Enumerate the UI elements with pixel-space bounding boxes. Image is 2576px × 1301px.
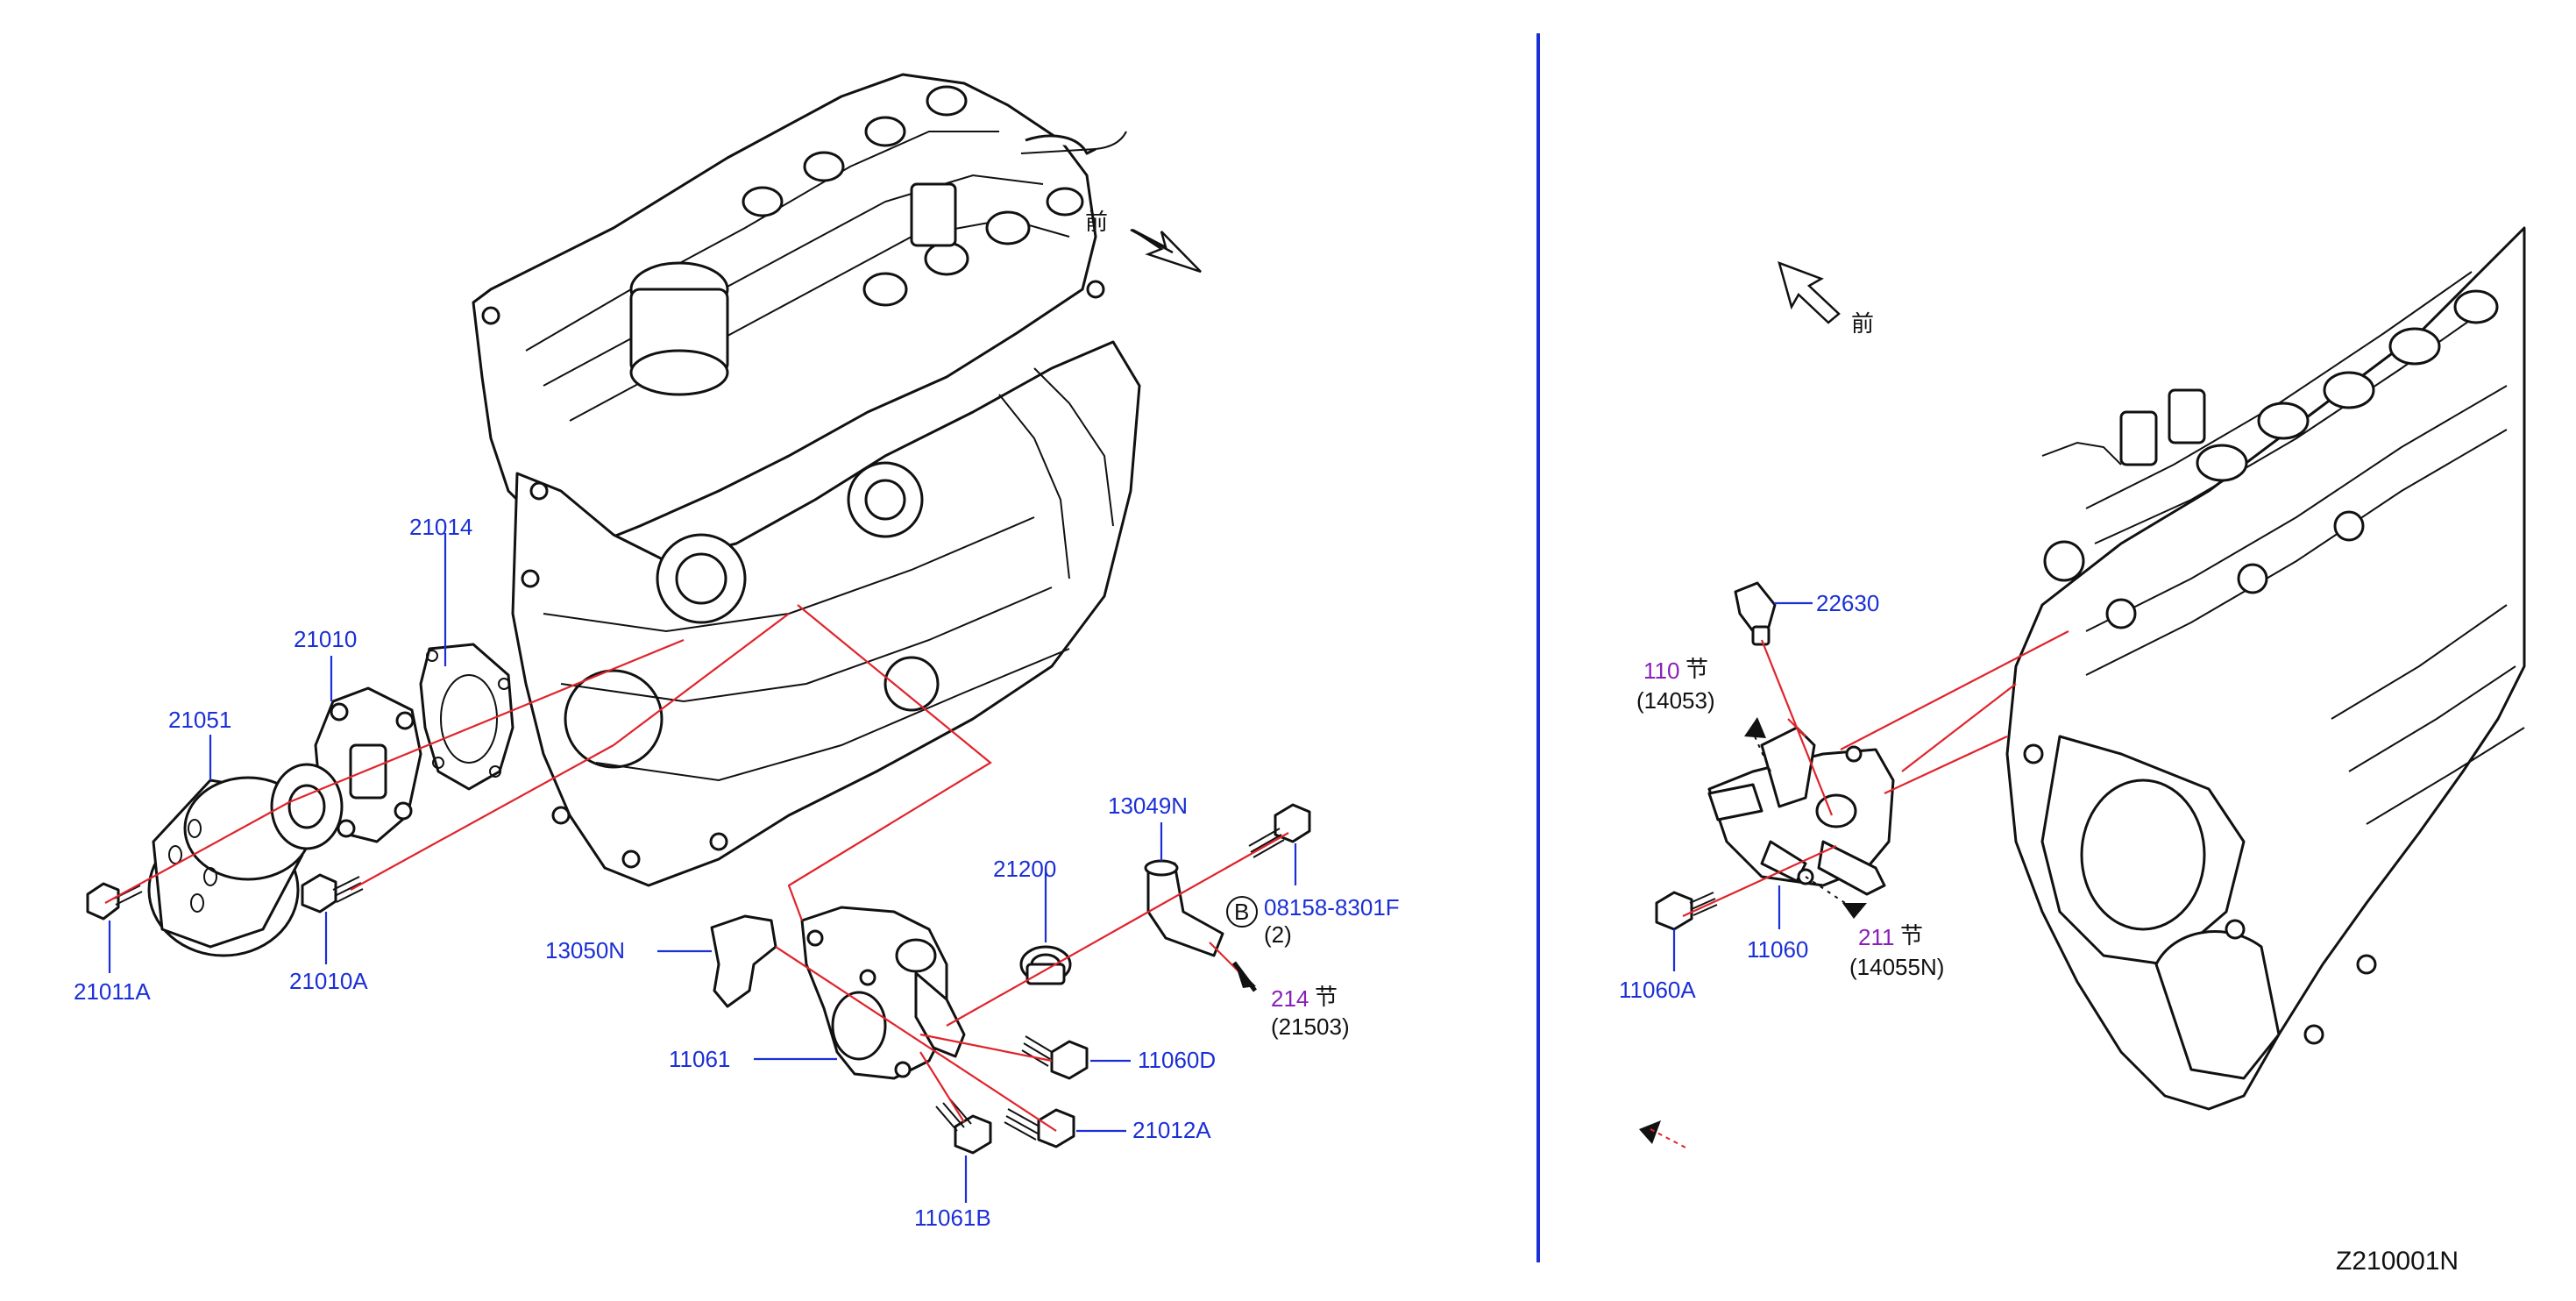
label-08158-8301f: 08158-8301F (1264, 894, 1400, 921)
arrows-right (1639, 717, 1867, 1149)
water-pump-pulley (147, 776, 313, 957)
thermostat (1019, 945, 1072, 985)
bolt-11060d (1021, 1035, 1089, 1080)
label-21012a: 21012A (1132, 1117, 1211, 1143)
temp-sensor-22630 (1734, 581, 1777, 646)
front-arrow-left (1130, 228, 1202, 274)
label-21010a: 21010A (289, 968, 368, 994)
label-08158-qty: (2) (1264, 921, 1292, 948)
bolt-21011a (86, 882, 143, 921)
water-inlet-11060 (1707, 726, 1895, 896)
leader-lines-right (1672, 601, 1813, 971)
ref-part-14053: (14053) (1636, 687, 1715, 714)
front-arrow-right (1778, 260, 1841, 324)
water-pump-gasket (419, 643, 514, 791)
label-11060d: 11060D (1138, 1047, 1216, 1073)
label-13049n: 13049N (1108, 793, 1188, 819)
callout-lines-right (1682, 630, 2069, 918)
bolt-21012a (1004, 1108, 1075, 1148)
front-label-right: 前 (1851, 310, 1874, 337)
badge-circle (1226, 896, 1258, 928)
arrow-to-214 (1232, 961, 1257, 992)
ref-section-211-suffix: 节 (1900, 922, 1923, 949)
label-11061: 11061 (669, 1046, 730, 1072)
label-21014: 21014 (409, 514, 472, 540)
label-22630: 22630 (1816, 590, 1879, 616)
label-11061b: 11061B (914, 1205, 991, 1231)
ref-section-110-suffix: 节 (1685, 656, 1708, 682)
water-outlet-13049n (1144, 859, 1224, 957)
bolt-11061b (935, 1098, 992, 1155)
label-21011a: 21011A (74, 978, 151, 1005)
label-21010: 21010 (294, 626, 357, 652)
ref-part-14055n: (14055N) (1849, 954, 1944, 980)
diagram-id: Z210001N (2336, 1247, 2459, 1276)
bolt-11060a (1655, 891, 1718, 931)
leader-lines-left (108, 533, 1297, 1203)
ref-section-211[interactable]: 211 (1858, 924, 1894, 950)
bolt-08158 (1248, 803, 1311, 858)
label-13050n: 13050N (545, 937, 625, 963)
ref-section-110[interactable]: 110 (1643, 658, 1679, 684)
engine-block-left (472, 73, 1141, 887)
label-21051: 21051 (168, 707, 231, 733)
ref-part-21503: (21503) (1271, 1013, 1350, 1040)
front-label-left: 前 (1085, 209, 1108, 235)
bolt-21010a (301, 873, 364, 914)
badge-b: B (1234, 899, 1249, 925)
water-pump (270, 686, 422, 850)
ref-section-214[interactable]: 214 (1271, 985, 1309, 1012)
thermostat-housing (800, 906, 966, 1080)
cover-13050n (710, 914, 777, 1008)
label-21200: 21200 (993, 856, 1056, 882)
label-11060a: 11060A (1619, 977, 1696, 1003)
label-11060: 11060 (1747, 936, 1808, 963)
engine-block-right (2005, 226, 2526, 1111)
ref-section-214-suffix: 节 (1315, 984, 1338, 1010)
